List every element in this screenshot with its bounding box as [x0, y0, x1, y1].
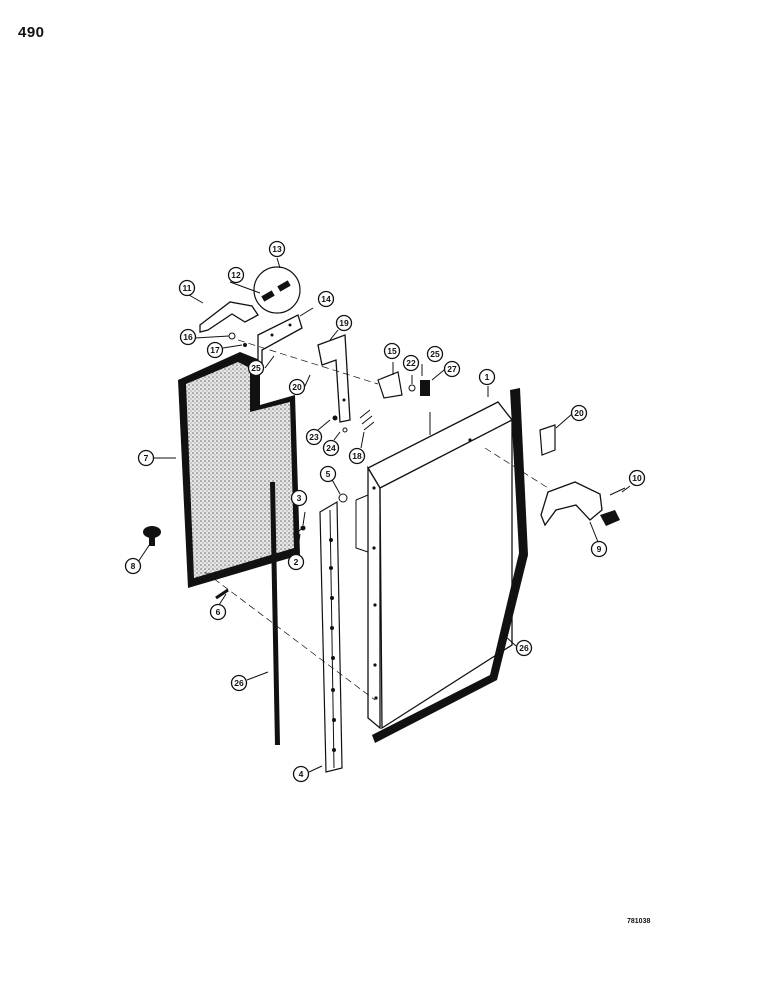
hinge [319, 500, 343, 773]
callout-7: 7 [137, 449, 155, 467]
svg-text:10: 10 [632, 473, 642, 483]
latch-bracket [317, 334, 351, 423]
callout-26-right: 26 [515, 639, 533, 657]
callout-25-right: 25 [426, 345, 444, 363]
leader-lines [137, 257, 631, 773]
svg-text:16: 16 [183, 332, 193, 342]
svg-text:13: 13 [272, 244, 282, 254]
svg-text:4: 4 [299, 769, 304, 779]
svg-text:24: 24 [326, 443, 336, 453]
callout-9: 9 [590, 540, 608, 558]
svg-text:18: 18 [352, 451, 362, 461]
callout-10: 10 [628, 469, 646, 487]
callout-5: 5 [319, 465, 337, 483]
outside-handle [539, 424, 626, 527]
callout-15: 15 [383, 342, 401, 360]
svg-text:25: 25 [430, 349, 440, 359]
callout-6: 6 [209, 603, 227, 621]
latch-plate [257, 314, 303, 374]
callout-20-right: 22 [402, 354, 420, 372]
detail-springs [253, 266, 301, 314]
callout-3: 3 [290, 489, 308, 507]
callout-20-left: 20 [288, 378, 306, 396]
weather-strip-right [372, 388, 528, 743]
svg-text:8: 8 [131, 561, 136, 571]
svg-text:12: 12 [231, 270, 241, 280]
svg-text:17: 17 [210, 345, 220, 355]
svg-text:9: 9 [597, 544, 602, 554]
fasteners [215, 332, 348, 600]
svg-text:14: 14 [321, 294, 331, 304]
callout-19: 19 [335, 314, 353, 332]
callout-8: 8 [124, 557, 142, 575]
svg-text:1: 1 [485, 372, 490, 382]
assembly-lines [204, 339, 549, 701]
svg-text:11: 11 [183, 283, 192, 293]
svg-text:26: 26 [234, 678, 244, 688]
callout-2: 2 [287, 553, 305, 571]
svg-text:23: 23 [309, 432, 319, 442]
spring [359, 409, 375, 431]
mounting-knob [143, 526, 161, 546]
weather-strip-left [270, 482, 280, 745]
svg-text:27: 27 [447, 364, 457, 374]
page-number: 490 [18, 24, 45, 41]
callout-27: 27 [443, 360, 461, 378]
door-frame [355, 401, 513, 730]
svg-text:3: 3 [297, 493, 302, 503]
callout-13: 13 [268, 240, 286, 258]
inside-handle [199, 301, 259, 333]
svg-text:22: 22 [406, 358, 416, 368]
door-pad [178, 352, 300, 588]
callout-26-left: 26 [230, 674, 248, 692]
callout-11: 11 [178, 279, 196, 297]
svg-text:26: 26 [519, 643, 529, 653]
callout-18: 18 [348, 447, 366, 465]
callout-1: 1 [478, 368, 496, 386]
svg-text:7: 7 [144, 453, 149, 463]
callout-4: 4 [292, 765, 310, 783]
callout-24: 20 [570, 404, 588, 422]
callout-12: 12 [227, 266, 245, 284]
callout-23: 24 [322, 439, 340, 457]
callout-14: 14 [317, 290, 335, 308]
svg-text:19: 19 [339, 318, 349, 328]
drawing-id: 781038 [627, 918, 651, 925]
svg-text:15: 15 [387, 346, 397, 356]
svg-text:20: 20 [292, 382, 302, 392]
svg-text:20: 20 [574, 408, 584, 418]
svg-text:6: 6 [216, 607, 221, 617]
callout-17: 17 [206, 341, 224, 359]
callout-22: 23 [305, 428, 323, 446]
latch-assembly [377, 371, 430, 399]
svg-text:5: 5 [326, 469, 331, 479]
callout-16: 16 [179, 328, 197, 346]
svg-text:25: 25 [251, 363, 261, 373]
svg-text:2: 2 [294, 557, 299, 567]
callout-25-left: 25 [247, 359, 265, 377]
